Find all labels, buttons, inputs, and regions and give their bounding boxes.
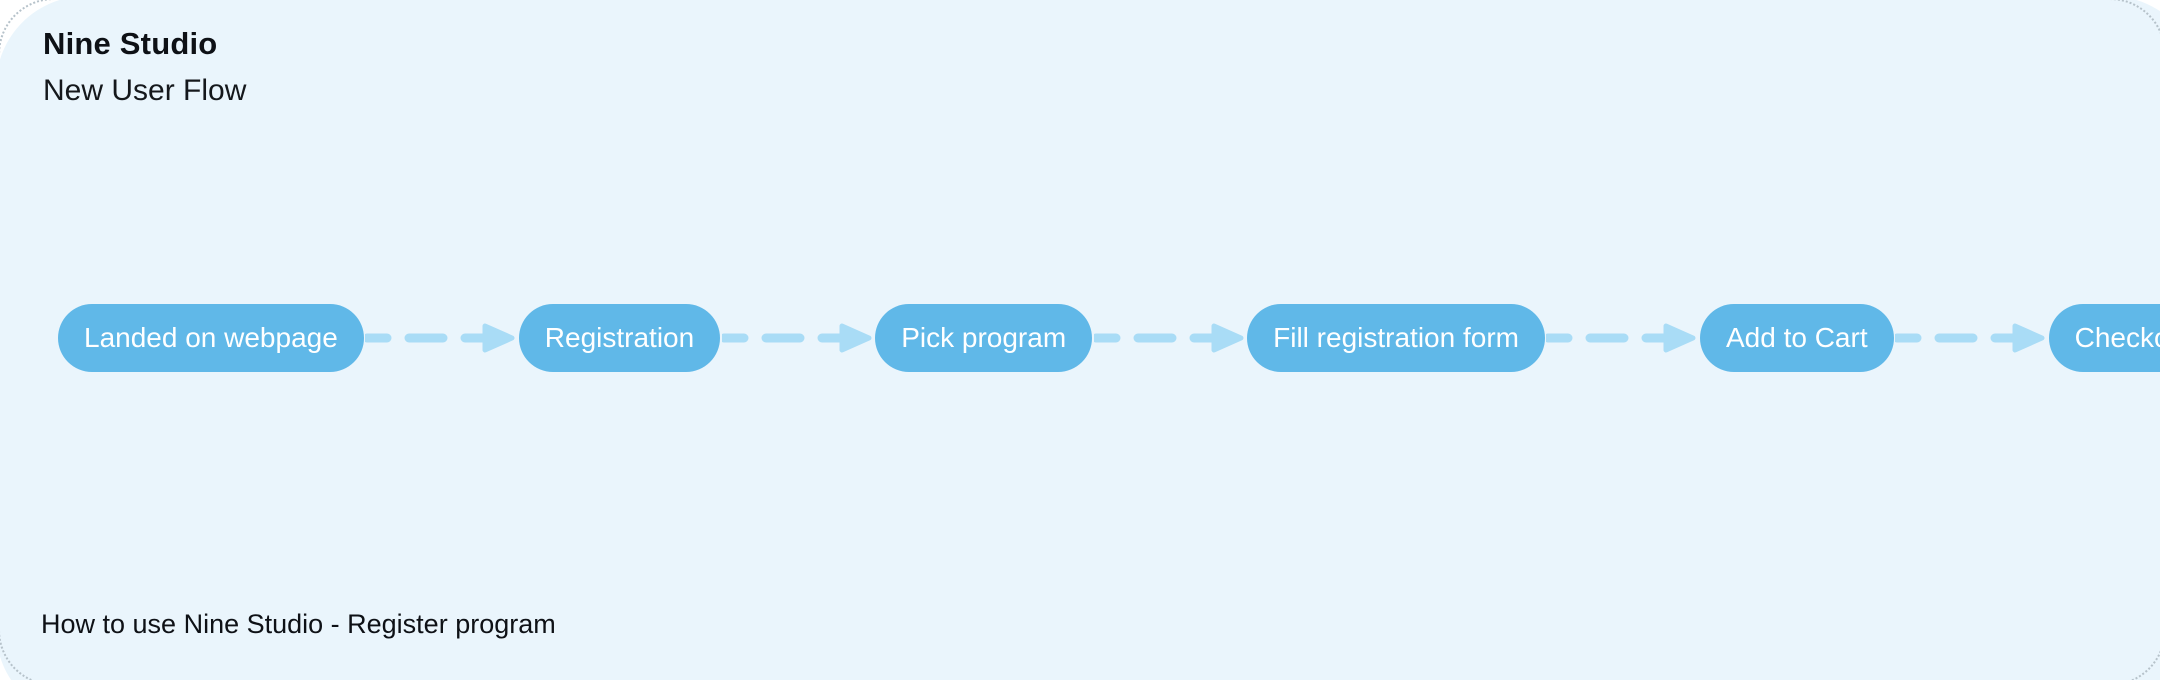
page-subtitle: New User Flow <box>43 74 247 107</box>
user-flow-diagram: Landed on webpage Registration Pick prog… <box>58 304 2160 372</box>
flow-node-label: Checkout <box>2074 322 2160 353</box>
flow-connector <box>1894 321 2049 355</box>
flow-node-label: Registration <box>544 322 695 353</box>
flow-node-label: Pick program <box>901 322 1067 353</box>
page-title: Nine Studio <box>43 26 218 61</box>
flow-node-label: Add to Cart <box>1725 322 1868 353</box>
flow-node-registration[interactable]: Registration <box>518 304 721 372</box>
frame-header: Nine Studio New User Flow <box>43 26 246 108</box>
flow-connector <box>720 321 875 355</box>
dashed-arrow-icon <box>1895 323 2045 353</box>
flow-node-fill-registration-form[interactable]: Fill registration form <box>1247 304 1545 372</box>
flow-node-label: Landed on webpage <box>84 322 338 353</box>
flow-connector <box>1092 321 1247 355</box>
dashed-arrow-icon <box>721 323 872 353</box>
flow-connector <box>364 321 519 355</box>
frame-caption: How to use Nine Studio - Register progra… <box>41 609 556 639</box>
flow-node-landed-on-webpage[interactable]: Landed on webpage <box>58 304 364 372</box>
flow-node-pick-program[interactable]: Pick program <box>875 304 1093 372</box>
dashed-arrow-icon <box>1546 323 1696 353</box>
flow-connector <box>1545 321 1700 355</box>
flow-node-label: Fill registration form <box>1273 322 1519 353</box>
dashed-arrow-icon <box>1093 323 1244 353</box>
flow-node-checkout[interactable]: Checkout <box>2048 304 2160 372</box>
flow-node-add-to-cart[interactable]: Add to Cart <box>1699 304 1894 372</box>
dashed-arrow-icon <box>365 323 515 353</box>
